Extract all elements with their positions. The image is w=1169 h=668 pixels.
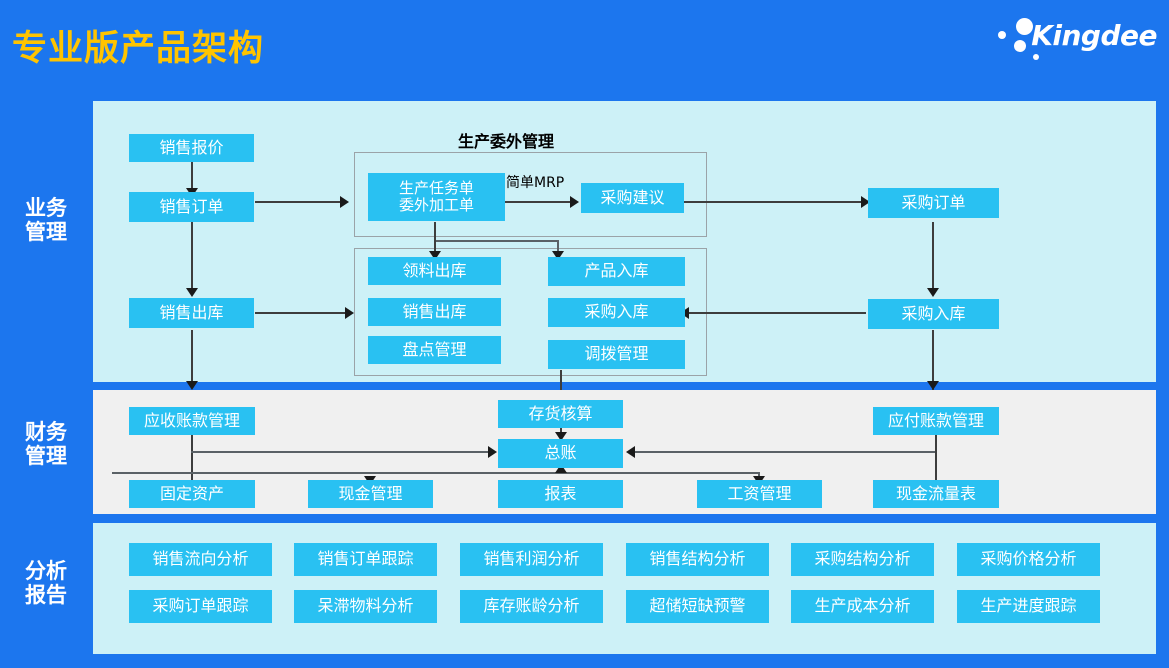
connector-ar-to-gl [191, 451, 490, 453]
logo-dot-medium [1014, 40, 1026, 52]
connector-ap-to-gl [632, 451, 935, 453]
logo-dot-small [998, 31, 1006, 39]
connector-task-to-issue [434, 240, 436, 258]
business-panel [93, 101, 1156, 382]
box-purchase-order-tracking[interactable]: 采购订单跟踪 [129, 590, 272, 623]
box-slow-moving-analysis[interactable]: 呆滞物料分析 [294, 590, 437, 623]
box-sales-out[interactable]: 销售出库 [368, 298, 501, 326]
connector-transfer-to-inv [560, 370, 562, 400]
section-label-finance-line2: 管理 [25, 444, 67, 469]
arrow-delivery-to-salesout [345, 307, 354, 319]
logo-dot-tiny [1033, 54, 1039, 60]
section-label-analysis: 分析 报告 [0, 559, 92, 607]
connector-salesdeliv-to-ar [191, 330, 193, 388]
connector-order-to-production [255, 201, 345, 203]
box-production-task[interactable]: 生产任务单 委外加工单 [368, 173, 505, 221]
connector-gl-right-rail [560, 472, 760, 474]
section-label-analysis-line1: 分析 [25, 559, 67, 583]
box-inventory-accounting[interactable]: 存货核算 [498, 400, 623, 428]
connector-gl-bottom-bus [112, 472, 562, 474]
box-accounts-receivable[interactable]: 应收账款管理 [129, 407, 255, 435]
kingdee-logo: Kingdee [996, 12, 1161, 60]
page-title: 专业版产品架构 [12, 29, 265, 69]
box-sales-delivery[interactable]: 销售出库 [129, 298, 254, 328]
connector-task-down [434, 222, 436, 242]
box-overstock-shortage-alert[interactable]: 超储短缺预警 [626, 590, 769, 623]
box-production-cost-analysis[interactable]: 生产成本分析 [791, 590, 934, 623]
production-group-frame [354, 152, 707, 237]
arrow-pin-to-ap [927, 381, 939, 390]
arrow-task-to-issue [429, 251, 441, 260]
box-material-issue[interactable]: 领料出库 [368, 257, 501, 285]
logo-wordmark: Kingdee [1031, 19, 1157, 52]
arrow-invacct-to-gl [555, 432, 567, 441]
connector-task-to-productin [557, 240, 559, 258]
arrow-task-to-advice [570, 196, 579, 208]
connector-ap-down [935, 435, 937, 481]
box-accounts-payable[interactable]: 应付账款管理 [873, 407, 999, 435]
connector-pin-to-center [686, 312, 866, 314]
box-cash-flow-statement[interactable]: 现金流量表 [873, 480, 999, 508]
connector-delivery-to-salesout [255, 312, 350, 314]
connector-task-to-advice [505, 201, 575, 203]
connector-advice-to-po [684, 201, 866, 203]
box-production-task-line1: 生产任务单 [398, 178, 474, 197]
connector-po-to-pin [932, 222, 934, 294]
box-purchase-advice[interactable]: 采购建议 [581, 183, 684, 213]
arrow-ar-to-gl [488, 446, 497, 458]
arrow-task-to-productin [552, 251, 564, 260]
arrow-order-to-delivery [186, 288, 198, 297]
arrow-po-to-pin [927, 288, 939, 297]
section-label-finance: 财务 管理 [0, 420, 92, 468]
section-label-business: 业务 管理 [0, 196, 92, 244]
section-label-business-line1: 业务 [25, 196, 67, 220]
section-label-business-line2: 管理 [25, 220, 67, 245]
arrow-ap-to-gl [626, 446, 635, 458]
box-production-task-line2: 委外加工单 [398, 196, 474, 214]
connector-task-split [434, 240, 559, 242]
box-product-in[interactable]: 产品入库 [548, 257, 685, 286]
mrp-edge-label: 简单MRP [506, 175, 565, 191]
box-general-ledger[interactable]: 总账 [498, 439, 623, 468]
box-purchase-in-center[interactable]: 采购入库 [548, 298, 685, 327]
box-sales-flow-analysis[interactable]: 销售流向分析 [129, 543, 272, 576]
box-purchase-price-analysis[interactable]: 采购价格分析 [957, 543, 1100, 576]
box-transfer[interactable]: 调拨管理 [548, 340, 685, 369]
box-sales-quote[interactable]: 销售报价 [129, 134, 254, 162]
connector-pin-to-ap [932, 330, 934, 390]
production-group-title: 生产委外管理 [458, 132, 555, 151]
connector-order-to-delivery [191, 222, 193, 294]
box-purchase-order[interactable]: 采购订单 [868, 188, 999, 218]
arrow-salesdeliv-to-ar [186, 381, 198, 390]
box-cash-management[interactable]: 现金管理 [308, 480, 433, 508]
section-label-analysis-line2: 报告 [25, 583, 67, 608]
box-sales-order[interactable]: 销售订单 [129, 192, 254, 222]
box-sales-structure-analysis[interactable]: 销售结构分析 [626, 543, 769, 576]
box-purchase-structure-analysis[interactable]: 采购结构分析 [791, 543, 934, 576]
box-production-progress-tracking[interactable]: 生产进度跟踪 [957, 590, 1100, 623]
logo-dot-large [1016, 18, 1033, 35]
box-fixed-assets[interactable]: 固定资产 [129, 480, 255, 508]
box-reports[interactable]: 报表 [498, 480, 623, 508]
arrow-advice-to-po [861, 196, 870, 208]
box-salary-management[interactable]: 工资管理 [697, 480, 822, 508]
connector-ar-down [191, 435, 193, 481]
box-stocktake[interactable]: 盘点管理 [368, 336, 501, 364]
box-sales-order-tracking[interactable]: 销售订单跟踪 [294, 543, 437, 576]
box-purchase-in-right[interactable]: 采购入库 [868, 299, 999, 329]
box-sales-profit-analysis[interactable]: 销售利润分析 [460, 543, 603, 576]
arrow-report-to-gl [555, 464, 567, 473]
section-label-finance-line1: 财务 [25, 420, 67, 444]
arrow-order-to-production [340, 196, 349, 208]
connector-quote-to-order [191, 160, 193, 196]
box-inventory-aging-analysis[interactable]: 库存账龄分析 [460, 590, 603, 623]
